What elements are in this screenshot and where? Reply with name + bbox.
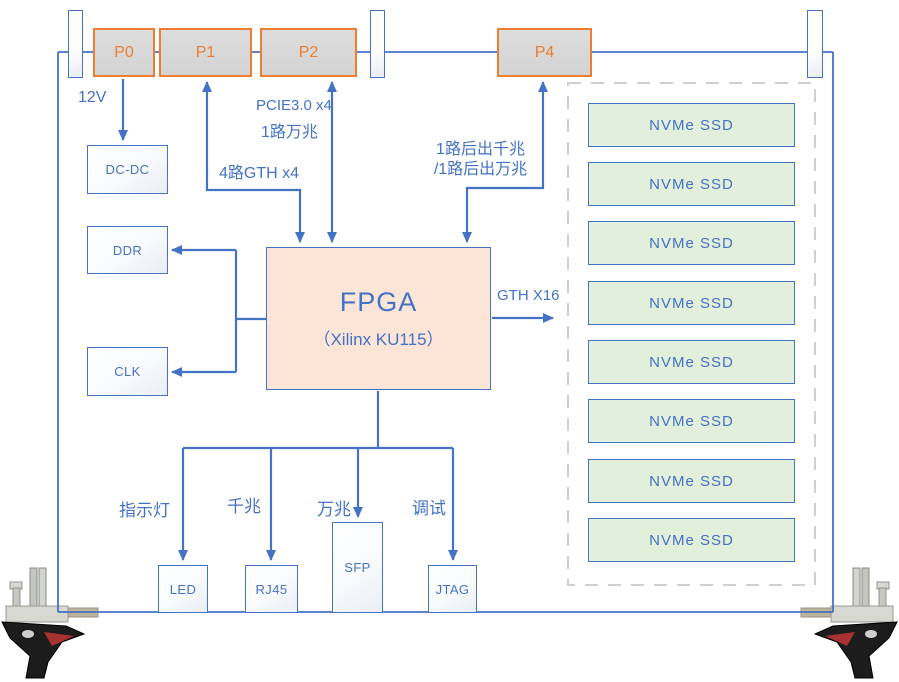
ssd-label: NVMe SSD [649, 175, 734, 193]
block-rj45: RJ45 [245, 565, 298, 613]
block-jtag-label: JTAG [435, 581, 470, 597]
fpga-name: FPGA [339, 287, 418, 317]
ssd-label: NVMe SSD [649, 531, 734, 549]
connector-p1-label: P1 [195, 43, 216, 61]
ssd-item: NVMe SSD [588, 281, 795, 325]
ssd-label: NVMe SSD [649, 294, 734, 312]
ejector-handle-left-image [1, 567, 99, 679]
block-dcdc-label: DC-DC [105, 162, 150, 177]
block-clk: CLK [87, 347, 168, 396]
ssd-item: NVMe SSD [588, 459, 795, 503]
label-10g: 1路万兆 [261, 124, 318, 141]
fpga-part: （Xilinx KU115） [313, 330, 444, 349]
bus-p4-fpga [462, 81, 548, 243]
block-dcdc: DC-DC [87, 145, 168, 194]
label-gth4: 4路GTH x4 [219, 165, 300, 182]
bus-fpga-left-trunk [234, 250, 266, 372]
label-tengig: 万兆 [317, 500, 351, 519]
ssd-label: NVMe SSD [649, 353, 734, 371]
block-ddr-label: DDR [112, 242, 143, 258]
block-jtag: JTAG [428, 565, 477, 613]
guide-key-middle [370, 10, 385, 78]
connector-p0: P0 [93, 28, 155, 77]
label-indicator: 指示灯 [119, 501, 170, 520]
guide-key-right [807, 10, 823, 78]
label-gigabit: 千兆 [227, 497, 261, 516]
connector-p4: P4 [497, 28, 592, 77]
block-ddr: DDR [87, 226, 168, 274]
connector-p1: P1 [159, 28, 252, 77]
ssd-item: NVMe SSD [588, 103, 795, 147]
ssd-label: NVMe SSD [649, 234, 734, 252]
bus-p1-fpga [202, 81, 305, 243]
connector-p2: P2 [260, 28, 357, 77]
ssd-item: NVMe SSD [588, 162, 795, 206]
label-rear-out-line1: 1路后出千兆 [436, 141, 525, 158]
bus-fpga-bottom-trunk [183, 391, 453, 450]
block-rj45-label: RJ45 [255, 581, 288, 597]
block-sfp: SFP [332, 522, 383, 613]
ssd-label: NVMe SSD [649, 412, 734, 430]
label-debug: 调试 [412, 499, 446, 518]
block-led: LED [158, 565, 208, 613]
connector-p4-label: P4 [534, 43, 555, 61]
connector-p0-label: P0 [114, 43, 134, 61]
guide-key-left [68, 10, 83, 78]
block-clk-label: CLK [114, 364, 141, 379]
label-rear-out-line2: /1路后出万兆 [433, 161, 528, 178]
ssd-item: NVMe SSD [588, 518, 795, 562]
label-pcie: PCIE3.0 x4 [256, 97, 332, 114]
ssd-label: NVMe SSD [649, 472, 734, 490]
label-rear-out: 1路后出千兆 /1路后出万兆 [424, 140, 537, 180]
ssd-item: NVMe SSD [588, 399, 795, 443]
block-led-label: LED [169, 581, 197, 597]
ssd-item: NVMe SSD [588, 221, 795, 265]
label-12v: 12V [78, 89, 107, 106]
block-fpga: FPGA （Xilinx KU115） [266, 247, 491, 390]
ssd-item: NVMe SSD [588, 340, 795, 384]
connector-p2-label: P2 [298, 43, 319, 61]
label-gth16: GTH X16 [497, 287, 560, 304]
ssd-group-border [567, 82, 816, 586]
ssd-label: NVMe SSD [649, 116, 734, 134]
block-sfp-label: SFP [344, 560, 371, 575]
